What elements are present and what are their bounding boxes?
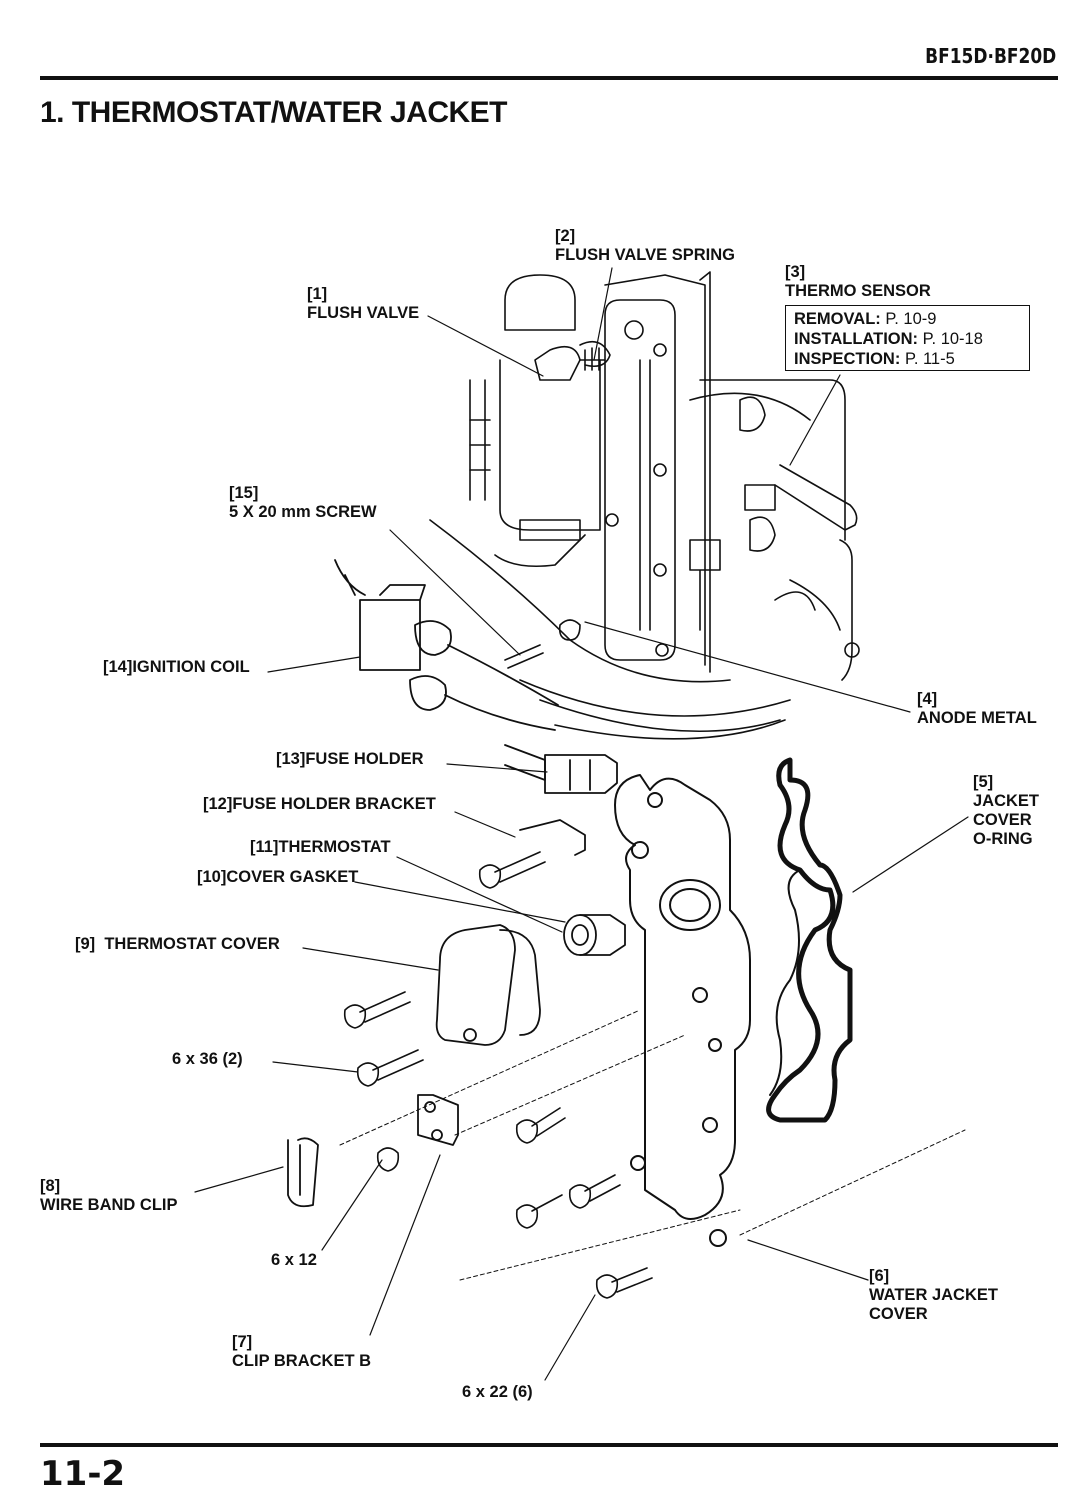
thermostat-drawing bbox=[563, 914, 626, 956]
page-number: 11-2 bbox=[40, 1454, 126, 1494]
label-anode-metal: [4]ANODE METAL bbox=[917, 690, 1037, 727]
label-thermostat: [11]THERMOSTAT bbox=[250, 838, 391, 856]
label-bolt-6x36: 6 x 36 (2) bbox=[172, 1050, 243, 1068]
label-fuse-holder: [13]FUSE HOLDER bbox=[276, 750, 424, 768]
label-ignition-coil: [14]IGNITION COIL bbox=[103, 658, 250, 676]
ignition-coil-drawing bbox=[334, 559, 559, 731]
label-jacket-cover-oring: [5] JACKET COVER O-RING bbox=[973, 773, 1040, 848]
water-jacket-cover-drawing bbox=[614, 774, 751, 1247]
header-rule bbox=[40, 76, 1058, 80]
label-flush-valve-spring: [2]FLUSH VALVE SPRING bbox=[555, 227, 735, 264]
label-flush-valve: [1]FLUSH VALVE bbox=[307, 285, 420, 322]
label-clip-bracket-b: [7]CLIP BRACKET B bbox=[232, 1333, 372, 1370]
label-screw-5x20: [15]5 X 20 mm SCREW bbox=[229, 484, 377, 521]
footer-rule bbox=[40, 1443, 1058, 1447]
page-title: 1. THERMOSTAT/WATER JACKET bbox=[40, 96, 508, 129]
label-bolt-6x22: 6 x 22 (6) bbox=[462, 1383, 533, 1401]
label-bolt-6x12: 6 x 12 bbox=[271, 1251, 317, 1269]
label-wire-band-clip: [8]WIRE BAND CLIP bbox=[40, 1177, 178, 1214]
label-thermo-sensor: [3]THERMO SENSOR bbox=[785, 263, 931, 300]
assembly-lines bbox=[339, 1009, 966, 1281]
model-header: BF15D·BF20D bbox=[924, 44, 1056, 68]
jacket-cover-oring-drawing bbox=[766, 757, 853, 1123]
thermostat-cover-drawing bbox=[435, 924, 541, 1046]
clip-bracket-drawing bbox=[287, 1094, 459, 1208]
bolts-drawing bbox=[343, 851, 653, 1299]
fuse-holder-drawing bbox=[504, 744, 618, 856]
label-cover-gasket: [10]COVER GASKET bbox=[197, 868, 359, 886]
thermo-sensor-ref-box: REMOVAL: P. 10-9 INSTALLATION: P. 10-18 … bbox=[785, 305, 1030, 371]
label-water-jacket-cover: [6] WATER JACKET COVER bbox=[869, 1267, 998, 1323]
label-thermostat-cover: [9] THERMOSTAT COVER bbox=[75, 935, 280, 953]
leader-lines bbox=[194, 267, 969, 1381]
label-fuse-holder-bracket: [12]FUSE HOLDER BRACKET bbox=[203, 795, 436, 813]
engine-block-drawing bbox=[429, 271, 860, 740]
